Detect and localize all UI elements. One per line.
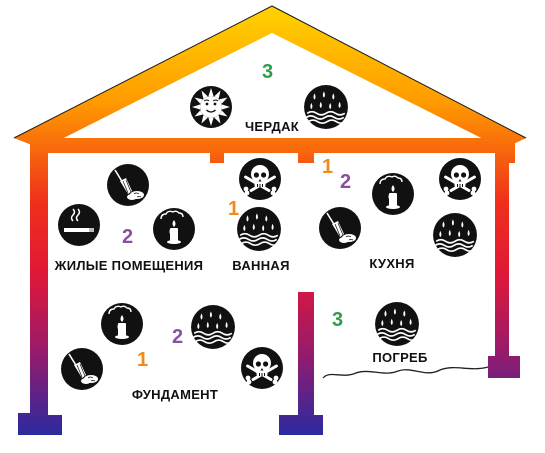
kitchen-number-2: 2	[340, 171, 351, 193]
attic-room	[42, 33, 503, 149]
smoke-cigarette-icon	[57, 203, 101, 247]
foundation-label: ФУНДАМЕНТ	[132, 387, 218, 402]
cellar-ground-line	[322, 366, 489, 379]
rain-flood-icon	[432, 212, 478, 258]
skull-icon	[439, 158, 481, 200]
kitchen-number-1: 1	[322, 156, 333, 178]
living-label: ЖИЛЫЕ ПОМЕЩЕНИЯ	[54, 258, 204, 273]
house-outline	[13, 5, 527, 139]
candle-cloud-icon	[371, 172, 415, 216]
rain-flood-icon	[236, 206, 282, 252]
bathroom-number: 1	[228, 198, 239, 220]
roof	[14, 6, 526, 149]
foundation-number-1: 1	[137, 349, 148, 371]
living-number: 2	[122, 226, 133, 248]
sun-icon	[189, 85, 233, 129]
rain-flood-icon	[190, 304, 236, 350]
broom-dust-icon	[318, 206, 362, 250]
rain-flood-icon	[374, 301, 420, 347]
attic-number: 3	[262, 61, 273, 83]
bathroom-label: ВАННАЯ	[232, 258, 289, 273]
rain-flood-icon	[303, 84, 349, 130]
broom-dust-icon	[60, 347, 104, 391]
broom-dust-icon	[106, 163, 150, 207]
cellar-number: 3	[332, 309, 343, 331]
cellar-label: ПОГРЕБ	[372, 350, 427, 365]
foundation-number-2: 2	[172, 326, 183, 348]
kitchen-label: КУХНЯ	[369, 256, 414, 271]
candle-cloud-icon	[152, 207, 196, 251]
skull-icon	[239, 158, 281, 200]
cellar-room	[314, 292, 495, 415]
candle-cloud-icon	[100, 302, 144, 346]
skull-icon	[241, 347, 283, 389]
attic-label: ЧЕРДАК	[245, 119, 299, 134]
